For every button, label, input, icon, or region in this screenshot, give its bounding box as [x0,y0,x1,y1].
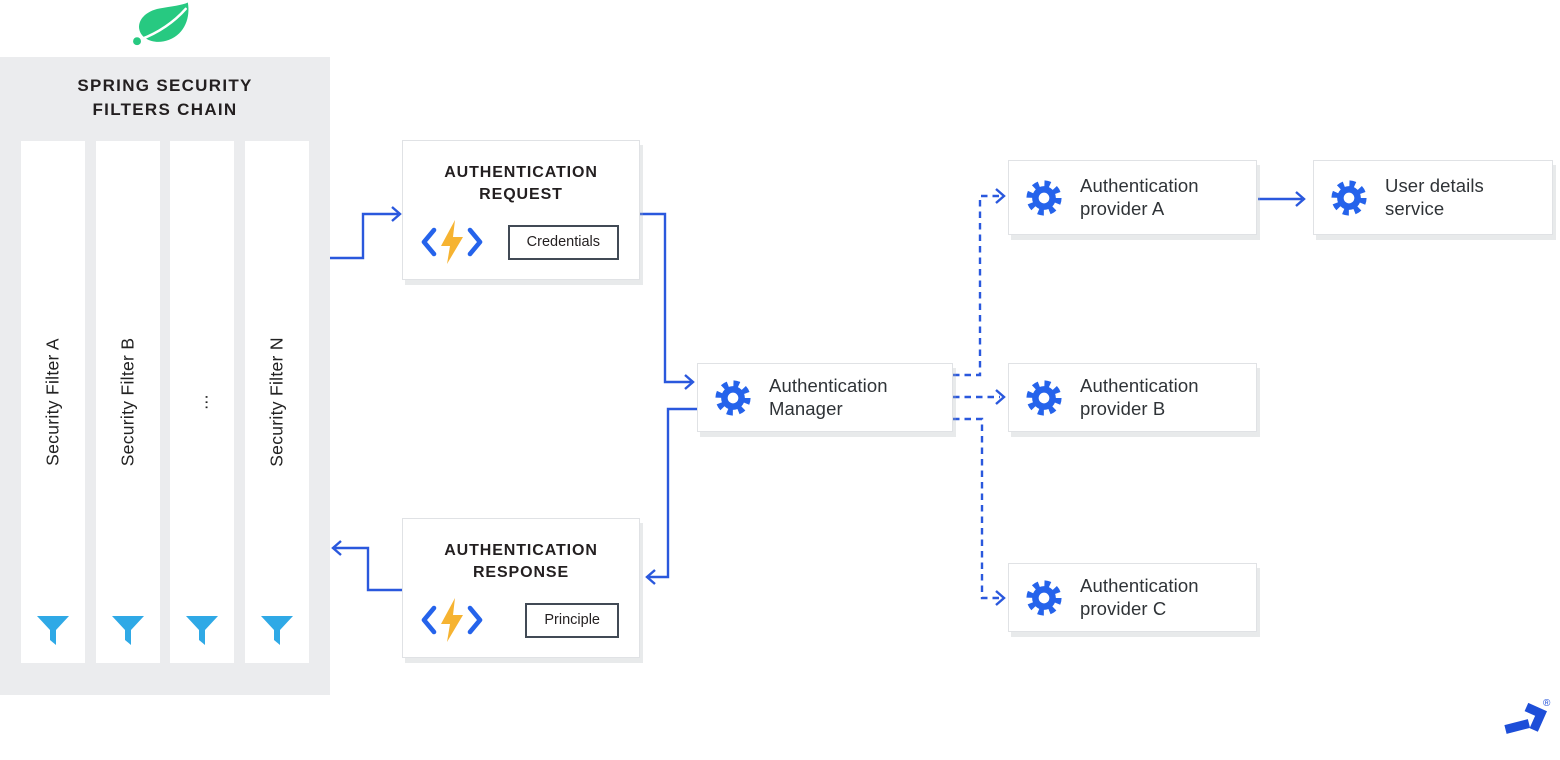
registered-mark: ® [1543,698,1551,709]
authentication-manager-box: Authentication Manager [697,363,953,432]
arrow-request-to-manager [640,212,691,384]
funnel-icon [260,616,293,645]
dashed-arrow-manager-to-provider-a [953,194,1000,377]
credentials-tag: Credentials [507,224,619,260]
gear-icon [1026,579,1062,616]
gear-icon [715,379,751,416]
arrow-manager-to-response [649,407,697,579]
security-filter-label: Security Filter B [117,337,138,467]
spring-leaf-icon [133,2,189,46]
code-lightning-icon [421,598,483,642]
principle-tag: Principle [525,602,619,638]
security-filter-label: Security Filter N [266,337,287,467]
security-filter-ellipsis-column: ... [170,141,235,663]
code-lightning-icon [421,220,483,264]
arrow-filters-to-request [330,212,398,260]
filters-panel-title: SPRING SECURITY FILTERS CHAIN [77,76,253,119]
authentication-provider-a-box: Authentication provider A [1008,160,1257,235]
authentication-provider-a-label: Authentication provider A [1080,175,1199,219]
gear-icon [1026,379,1062,416]
security-filter-a-column: Security Filter A [21,141,85,663]
authentication-manager-label: Authentication Manager [769,375,888,419]
funnel-icon [37,616,69,645]
dashed-arrow-manager-to-provider-c [953,417,1000,600]
authentication-provider-c-label: Authentication provider C [1080,575,1199,619]
funnel-icon [186,616,219,645]
funnel-icon [111,616,144,645]
security-filter-label: Security Filter A [42,338,63,466]
gear-icon [1331,179,1367,216]
authentication-provider-b-label: Authentication provider B [1080,375,1199,419]
user-details-service-box: User details service [1313,160,1553,235]
arrow-response-to-filters [335,546,402,592]
filters-chain-panel: SPRING SECURITY FILTERS CHAIN Security F… [0,57,330,695]
user-details-service-label: User details service [1385,175,1484,219]
filter-columns: Security Filter A Security Filter B ... … [21,141,309,663]
gear-icon [1026,179,1062,216]
authentication-provider-b-box: Authentication provider B [1008,363,1257,432]
security-filter-b-column: Security Filter B [95,141,160,663]
authentication-response-box: AUTHENTICATION RESPONSE Principle [402,518,640,658]
security-filter-label: ... [191,394,212,410]
authentication-response-title: AUTHENTICATION RESPONSE [444,542,598,581]
authentication-provider-c-box: Authentication provider C [1008,563,1257,632]
authentication-request-box: AUTHENTICATION REQUEST Credentials [402,140,640,280]
authentication-request-title: AUTHENTICATION REQUEST [444,164,598,203]
toptal-logo-icon: ® [1504,698,1551,734]
security-filter-n-column: Security Filter N [244,141,309,663]
